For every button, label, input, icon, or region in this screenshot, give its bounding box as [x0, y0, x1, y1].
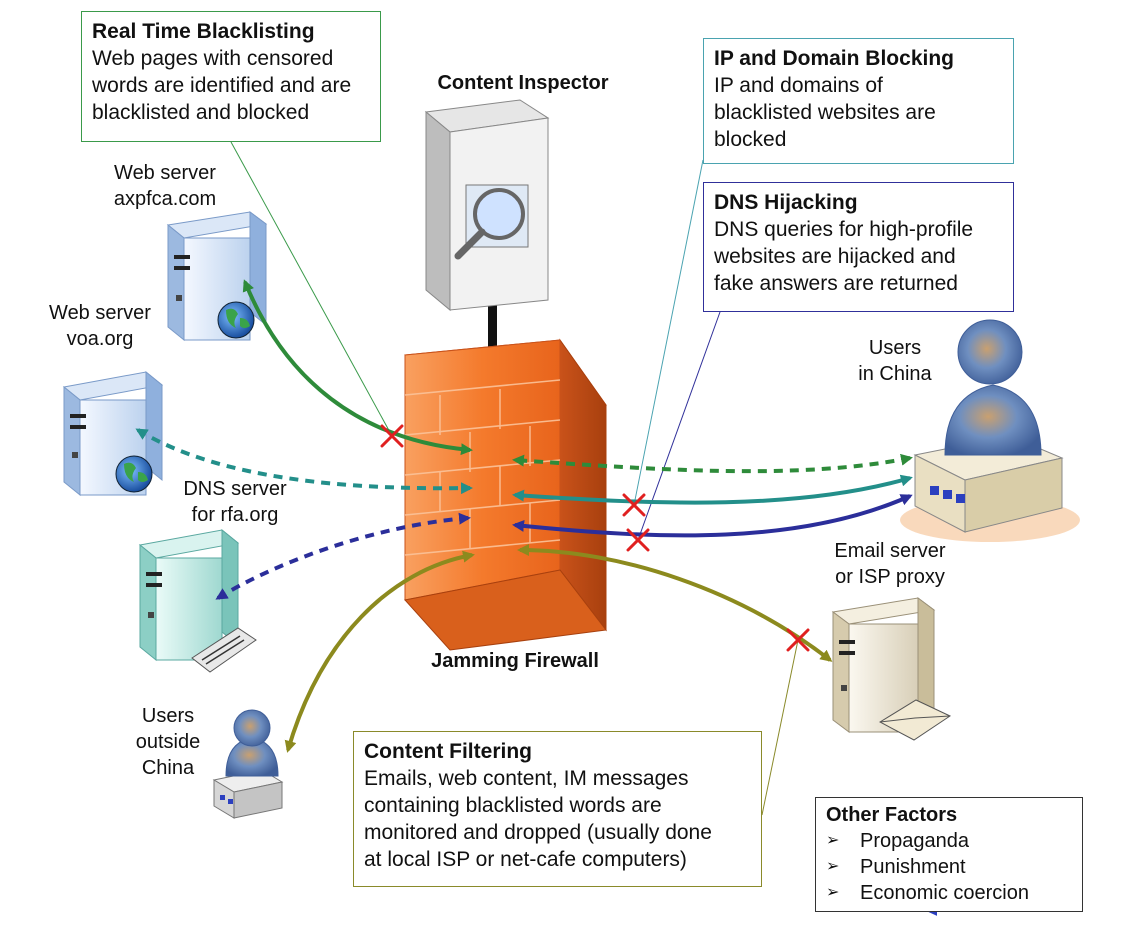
users-outside-china-icon	[212, 709, 284, 819]
box-title: Content Filtering	[364, 740, 532, 763]
list-item: ➢Economic coercion	[826, 882, 1029, 904]
blocked-x-icon	[380, 424, 404, 448]
jamming-firewall-label: Jamming Firewall	[431, 650, 599, 672]
box-title: Other Factors	[826, 804, 958, 826]
web-server-axpfca-icon	[166, 211, 268, 342]
bullet-arrow-icon: ➢	[826, 832, 840, 849]
bullet-arrow-icon: ➢	[826, 858, 840, 875]
cf-callout-line	[761, 639, 799, 816]
box-title: Real Time Blacklisting	[92, 20, 315, 43]
bullet-arrow-icon: ➢	[826, 884, 840, 901]
dns-hijacking-box: DNS Hijacking DNS queries for high-profi…	[703, 182, 1014, 312]
box-text: Web pages with censored words are identi…	[92, 47, 352, 124]
ipdb-callout-line	[633, 159, 704, 506]
firewall-icon	[404, 338, 607, 651]
users-in-china-label: Users in China	[858, 337, 932, 385]
other-factors-box: Other Factors ➢Propaganda ➢Punishment ➢E…	[815, 797, 1083, 912]
box-title: DNS Hijacking	[714, 191, 858, 214]
email-server-label: Email server or ISP proxy	[834, 540, 946, 588]
web-server-voa-label: Web server voa.org	[49, 302, 151, 350]
web-server-voa-icon	[62, 370, 164, 497]
blocked-x-icon	[626, 528, 650, 552]
box-title: IP and Domain Blocking	[714, 47, 954, 70]
email-server-icon	[831, 597, 952, 741]
other-factors-list: ➢Propaganda ➢Punishment ➢Economic coerci…	[826, 828, 1072, 906]
content-inspector-label: Content Inspector	[437, 72, 609, 94]
blocked-x-icon	[786, 628, 810, 652]
flows	[135, 279, 913, 753]
ip-domain-blocking-box: IP and Domain Blocking IP and domains of…	[703, 38, 1014, 164]
blocked-marks	[380, 424, 810, 652]
green-flow-china	[512, 453, 913, 474]
content-inspector-icon	[424, 99, 550, 371]
box-text: Emails, web content, IM messages contain…	[364, 767, 712, 871]
dns-server-icon	[138, 528, 257, 673]
blue-flow-dns	[215, 512, 471, 600]
blocked-x-icon	[622, 493, 646, 517]
dns-server-rfa-label: DNS server for rfa.org	[183, 478, 287, 526]
olive-flow-outside	[284, 550, 475, 753]
teal-flow-voa	[135, 428, 473, 495]
blue-flow-china	[512, 494, 913, 538]
list-item: ➢Punishment	[826, 856, 966, 878]
content-filtering-box: Content Filtering Emails, web content, I…	[353, 731, 762, 887]
users-in-china-icon	[900, 319, 1080, 916]
real-time-blacklisting-box: Real Time Blacklisting Web pages with ce…	[81, 11, 381, 142]
box-text: DNS queries for high-profile websites ar…	[714, 218, 974, 295]
box-text: IP and domains of blacklisted websites a…	[714, 74, 936, 151]
web-server-axpfca-label: Web server axpfca.com	[113, 162, 217, 210]
list-item: ➢Propaganda	[826, 830, 969, 852]
users-outside-china-label: Users outside China	[135, 705, 201, 779]
